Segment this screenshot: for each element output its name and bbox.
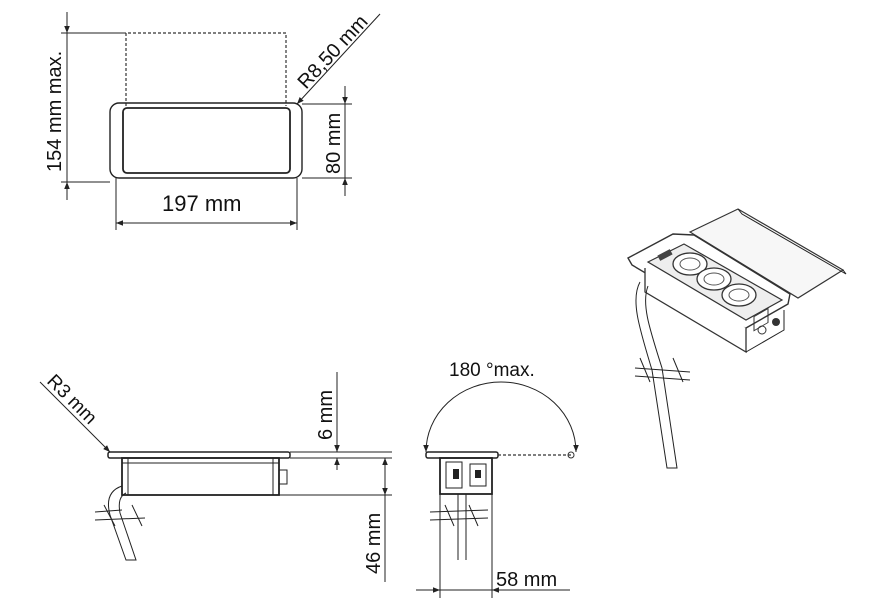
lid-open-outline xyxy=(125,32,287,106)
end-width-label: 58 mm xyxy=(496,569,557,591)
iso-cable xyxy=(635,281,678,469)
side-view: R3 mm 6 mm 46 mm xyxy=(39,371,392,582)
top-view-flange xyxy=(109,102,303,179)
side-radius-label: R3 mm xyxy=(42,371,100,429)
top-view-lid xyxy=(122,107,291,174)
end-view-body xyxy=(439,457,493,495)
iso-body xyxy=(644,268,747,354)
angle-label: 180 °max. xyxy=(449,360,535,381)
isometric-view xyxy=(627,208,847,469)
top-radius-label: R8,50 mm xyxy=(294,11,373,93)
flange-label: 6 mm xyxy=(315,390,337,440)
side-view-body xyxy=(121,457,280,496)
body-height-label: 46 mm xyxy=(363,513,385,574)
side-view-cable xyxy=(108,485,137,561)
top-view: 154 mm max. R8,50 mm 80 mm 197 mm xyxy=(44,11,381,230)
end-view-cable xyxy=(457,494,467,560)
depth-label: 80 mm xyxy=(323,113,345,174)
iso-sockets xyxy=(657,249,757,307)
width-label: 197 mm xyxy=(162,191,241,216)
height-max-label: 154 mm max. xyxy=(44,51,66,172)
end-view: 180 °max. 58 mm xyxy=(416,360,579,598)
